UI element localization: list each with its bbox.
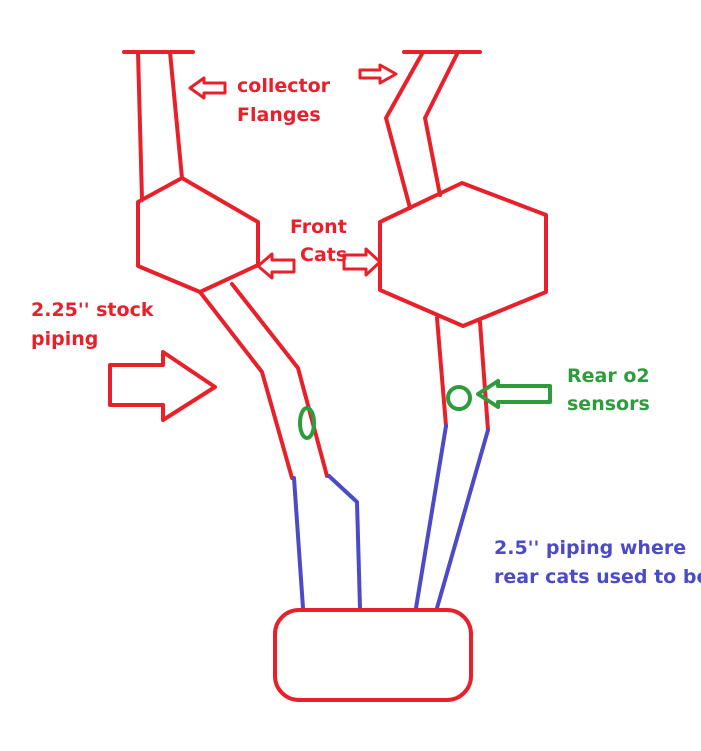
stock-piping-label-line1: 2.25'' stock: [31, 299, 154, 321]
labels: collector Flanges Front Cats 2.25'' stoc…: [31, 75, 701, 588]
right-2-5-piping: [414, 424, 490, 610]
left-front-cat: [136, 176, 260, 294]
piping-2-5-label-line1: 2.5'' piping where: [494, 537, 686, 559]
left-stock-piping: [198, 282, 329, 480]
front-cats-label-line2: Cats: [300, 244, 347, 266]
front-cats-arrow-left-icon: [256, 252, 296, 280]
muffler-box: [273, 608, 473, 702]
collector-arrow-right-icon: [358, 63, 398, 85]
piping-2-5-label-line2: rear cats used to be: [494, 566, 701, 588]
front-cats-label-line1: Front: [290, 216, 347, 238]
left-2-5-piping: [292, 474, 362, 610]
rear-o2-sensor-left-icon: [298, 406, 316, 440]
rear-o2-label-line1: Rear o2: [567, 365, 650, 387]
rear-o2-label-line2: sensors: [567, 393, 650, 415]
stock-piping-arrow-icon: [108, 350, 217, 422]
right-collector-flange: [384, 50, 482, 210]
rear-o2-sensor-right-icon: [446, 385, 472, 411]
stock-piping-label-line2: piping: [31, 328, 98, 350]
right-stock-piping: [435, 316, 490, 432]
collector-arrow-left-icon: [188, 76, 227, 100]
collector-label-line2: Flanges: [237, 104, 321, 126]
left-collector-flange: [122, 50, 195, 202]
right-front-cat: [378, 181, 548, 328]
o2-sensor-arrow-icon: [476, 379, 552, 409]
collector-label-line1: collector: [237, 75, 331, 97]
front-cats-arrow-right-icon: [342, 247, 382, 277]
